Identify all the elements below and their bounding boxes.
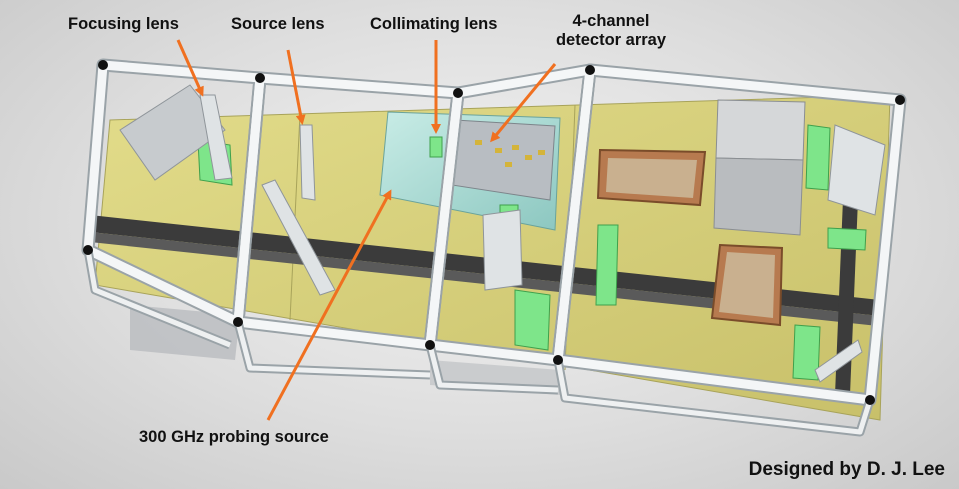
arrow-source-lens	[286, 49, 306, 125]
focusing-lens-plate	[199, 94, 233, 181]
focusing-lens-mount	[119, 84, 226, 181]
annotation-arrows	[176, 39, 557, 421]
wood-box-top-inner	[606, 158, 697, 198]
source-lens-label: Source lens	[231, 15, 325, 33]
detector-chips	[475, 140, 545, 167]
arrow-detector-array	[490, 63, 557, 143]
electronics-box	[715, 99, 806, 161]
detector-array-label-line2: detector array	[555, 31, 667, 49]
focusing-lens-label: Focusing lens	[68, 15, 179, 33]
arrow-focusing-lens	[176, 39, 204, 97]
source-lens-plate	[299, 124, 316, 201]
right-lens-plate	[827, 124, 886, 216]
arrow-probing-source	[266, 189, 392, 421]
wood-box-bottom-inner	[719, 252, 775, 318]
lower-right-plate	[814, 339, 863, 383]
collimating-lens-label: Collimating lens	[370, 15, 498, 33]
corner-connectors	[83, 60, 905, 405]
detector-array-label-line1: 4-channel	[572, 12, 650, 30]
designer-credit: Designed by D. J. Lee	[748, 459, 945, 480]
angled-plate	[261, 179, 336, 296]
beam-splitter-plate	[482, 209, 523, 291]
electronics-box-front	[713, 157, 804, 236]
right-rail	[835, 150, 860, 395]
probing-source-label: 300 GHz probing source	[139, 428, 329, 446]
detector-array-label: 4-channel detector array	[546, 12, 676, 50]
